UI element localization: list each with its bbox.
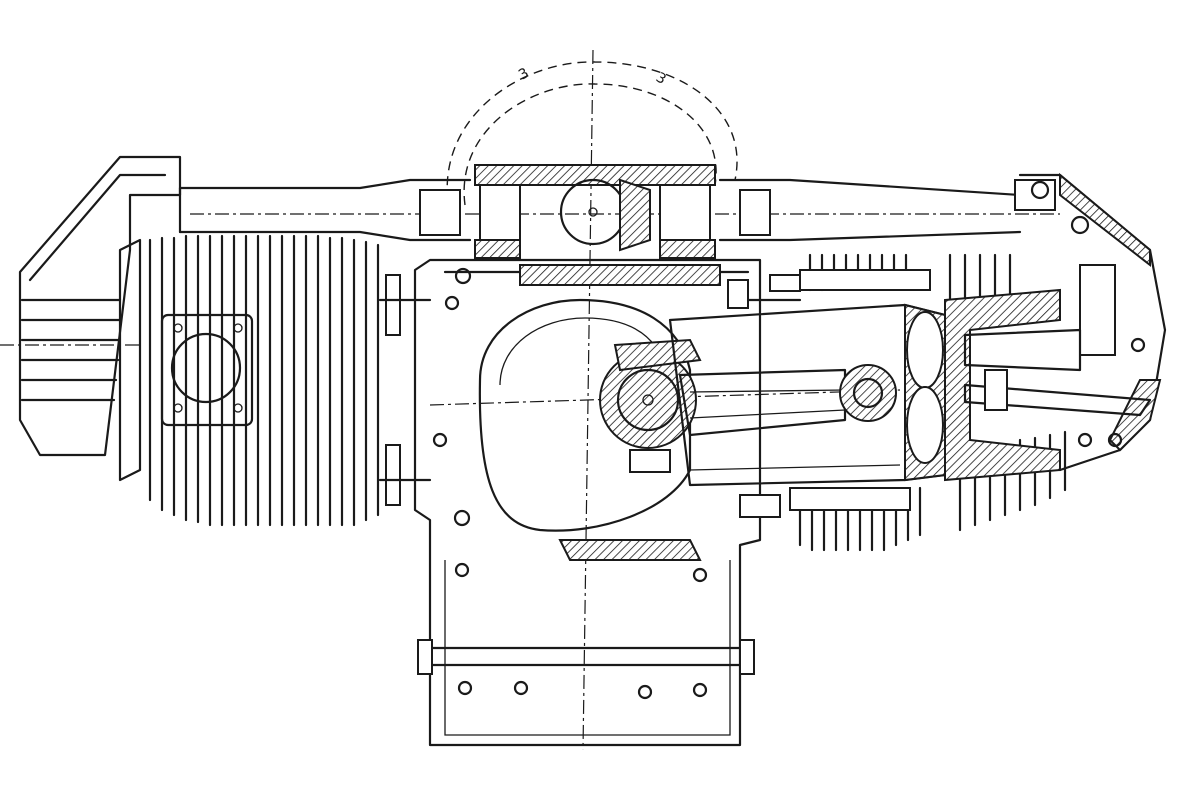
valve-rocker — [963, 328, 1152, 417]
left-cylinder-head — [18, 155, 182, 457]
crankcase-bolts — [432, 267, 708, 700]
svg-text:3: 3 — [653, 70, 669, 88]
crankshaft-big-end — [599, 338, 702, 473]
svg-text:3: 3 — [516, 65, 532, 83]
crankcase — [413, 258, 762, 747]
piston — [668, 303, 947, 487]
center-lines — [0, 49, 1060, 751]
pushrod-tube — [178, 178, 1022, 242]
left-cylinder-fins — [118, 234, 380, 527]
connecting-rod — [678, 364, 897, 437]
right-cylinder-head — [944, 172, 1167, 482]
intake-port-flange — [160, 313, 254, 427]
head-cooling-fins — [20, 298, 122, 402]
left-cylinder-studs — [378, 274, 432, 506]
camshaft-housing — [419, 164, 771, 259]
right-cylinder-studs — [727, 269, 931, 518]
